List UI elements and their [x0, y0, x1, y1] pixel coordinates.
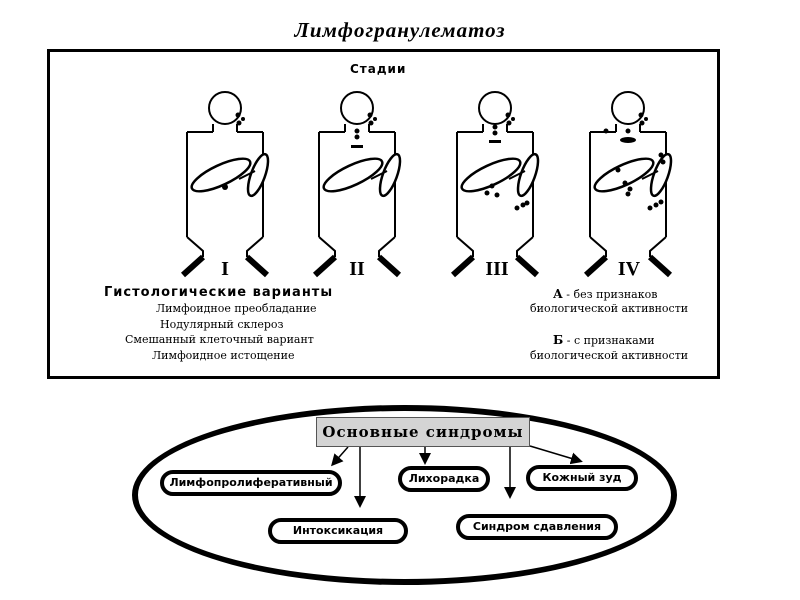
- figure-stage-4: [586, 92, 675, 275]
- syndrome-fever: Лихорадка: [398, 466, 490, 492]
- main-syndromes-box: Основные синдромы: [316, 417, 530, 447]
- activity-a-letter: А: [553, 287, 563, 301]
- figure-stage-1: [183, 92, 272, 275]
- syndromes-ellipse: [132, 405, 677, 585]
- histology-heading: Гистологические варианты: [104, 285, 334, 300]
- activity-b-line2: биологической активности: [530, 349, 689, 362]
- stages-heading: Стадии: [350, 62, 407, 76]
- activity-b-text: - с признаками: [566, 334, 655, 347]
- histology-item: Лимфоидное истощение: [152, 349, 295, 362]
- stages-panel: [47, 49, 720, 379]
- histology-item: Смешанный клеточный вариант: [125, 333, 314, 346]
- activity-b-line1: Б - с признаками: [553, 333, 655, 347]
- activity-b-letter: Б: [553, 333, 564, 347]
- syndrome-itch: Кожный зуд: [526, 465, 638, 491]
- figure-stage-3: [453, 92, 542, 275]
- syndrome-intoxication: Интоксикация: [268, 518, 408, 544]
- arrow-to-itch: [529, 445, 583, 465]
- stage-label-2: II: [349, 258, 365, 280]
- stage-label-1: I: [221, 258, 229, 280]
- histology-item: Лимфоидное преобладание: [156, 302, 317, 315]
- syndrome-lymphoproliferative: Лимфопролиферативный: [160, 470, 342, 496]
- histology-item: Нодулярный склероз: [160, 318, 284, 331]
- stage-label-3: III: [485, 258, 509, 280]
- figure-stage-2: [315, 92, 404, 275]
- activity-a-text: - без признаков: [566, 288, 658, 301]
- arrow-to-lymphoproliferative: [331, 446, 349, 467]
- activity-a-line2: биологической активности: [530, 302, 689, 315]
- activity-a-line1: А - без признаков: [553, 287, 657, 301]
- stage-label-4: IV: [617, 258, 641, 280]
- syndrome-compression: Синдром сдавления: [456, 514, 618, 540]
- diagram-title: Лимфогранулематоз: [294, 18, 506, 42]
